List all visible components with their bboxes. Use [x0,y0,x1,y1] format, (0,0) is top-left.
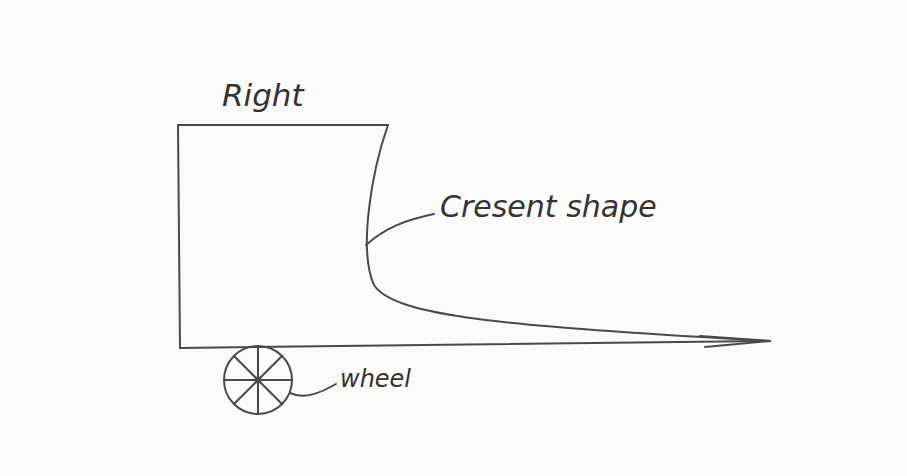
top-edge [178,124,388,126]
tail-tip [700,336,770,347]
part-label: wheel [340,366,411,392]
wheel-spokes [224,346,292,414]
left-edge [178,125,180,348]
leader-line [366,214,434,245]
crescent-curve [367,125,770,341]
wheel-hub [256,378,261,383]
part-label: Cresent shape [440,190,657,223]
leader-line [290,384,336,396]
wheel-rim [224,346,292,414]
part-label: Right [222,78,304,112]
